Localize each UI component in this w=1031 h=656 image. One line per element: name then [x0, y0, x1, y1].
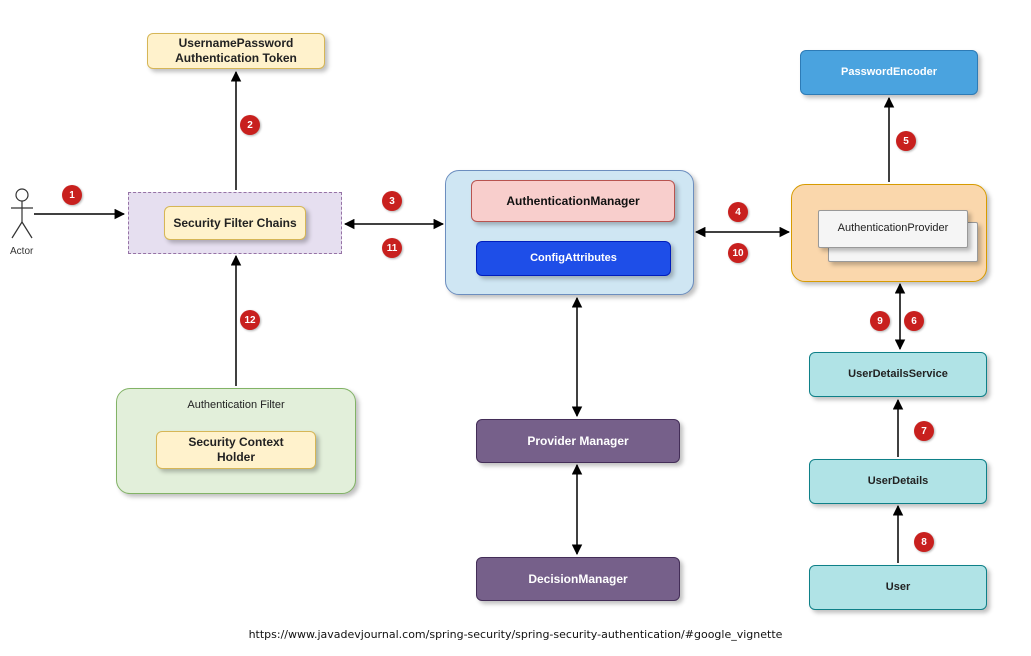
step-badge-2: 2 — [240, 115, 260, 135]
step-badge-3: 3 — [382, 191, 402, 211]
decision-manager-label: DecisionManager — [528, 571, 628, 586]
provider-manager-node: Provider Manager — [476, 419, 680, 463]
actor-label: Actor — [10, 246, 34, 257]
provider-manager-label: Provider Manager — [527, 433, 629, 448]
security-filter-chains-node: Security Filter Chains — [164, 206, 306, 240]
config-attributes-label: ConfigAttributes — [530, 251, 617, 264]
step-badge-6: 6 — [904, 311, 924, 331]
step-badge-4: 4 — [728, 202, 748, 222]
user-details-service-node: UserDetailsService — [809, 352, 987, 397]
authentication-filter-label: Authentication Filter — [187, 399, 285, 411]
step-badge-8: 8 — [914, 532, 934, 552]
authentication-provider-node: AuthenticationProvider — [818, 210, 968, 248]
decision-manager-node: DecisionManager — [476, 557, 680, 601]
authentication-manager-node: AuthenticationManager — [471, 180, 675, 222]
token-label: UsernamePassword Authentication Token — [175, 36, 297, 65]
password-encoder-node: PasswordEncoder — [800, 50, 978, 95]
user-details-node: UserDetails — [809, 459, 987, 504]
step-badge-12: 12 — [240, 310, 260, 330]
security-filter-chains-container: Security Filter Chains — [128, 192, 342, 254]
user-node: User — [809, 565, 987, 610]
security-filter-chains-label: Security Filter Chains — [173, 215, 297, 230]
step-badge-1: 1 — [62, 185, 82, 205]
source-url: https://www.javadevjournal.com/spring-se… — [248, 628, 783, 641]
user-label: User — [885, 580, 911, 593]
password-encoder-label: PasswordEncoder — [841, 65, 937, 78]
step-badge-5: 5 — [896, 131, 916, 151]
step-badge-10: 10 — [728, 243, 748, 263]
authentication-provider-label: AuthenticationProvider — [837, 222, 949, 235]
user-details-service-label: UserDetailsService — [848, 367, 948, 380]
security-context-holder-node: Security Context Holder — [156, 431, 316, 469]
authentication-manager-label: AuthenticationManager — [506, 193, 640, 208]
step-badge-11: 11 — [382, 238, 402, 258]
security-context-holder-label: Security Context Holder — [188, 435, 284, 464]
config-attributes-node: ConfigAttributes — [476, 241, 671, 276]
username-password-token-node: UsernamePassword Authentication Token — [147, 33, 325, 69]
step-badge-9: 9 — [870, 311, 890, 331]
actor-icon — [11, 188, 33, 239]
user-details-label: UserDetails — [867, 474, 929, 487]
step-badge-7: 7 — [914, 421, 934, 441]
